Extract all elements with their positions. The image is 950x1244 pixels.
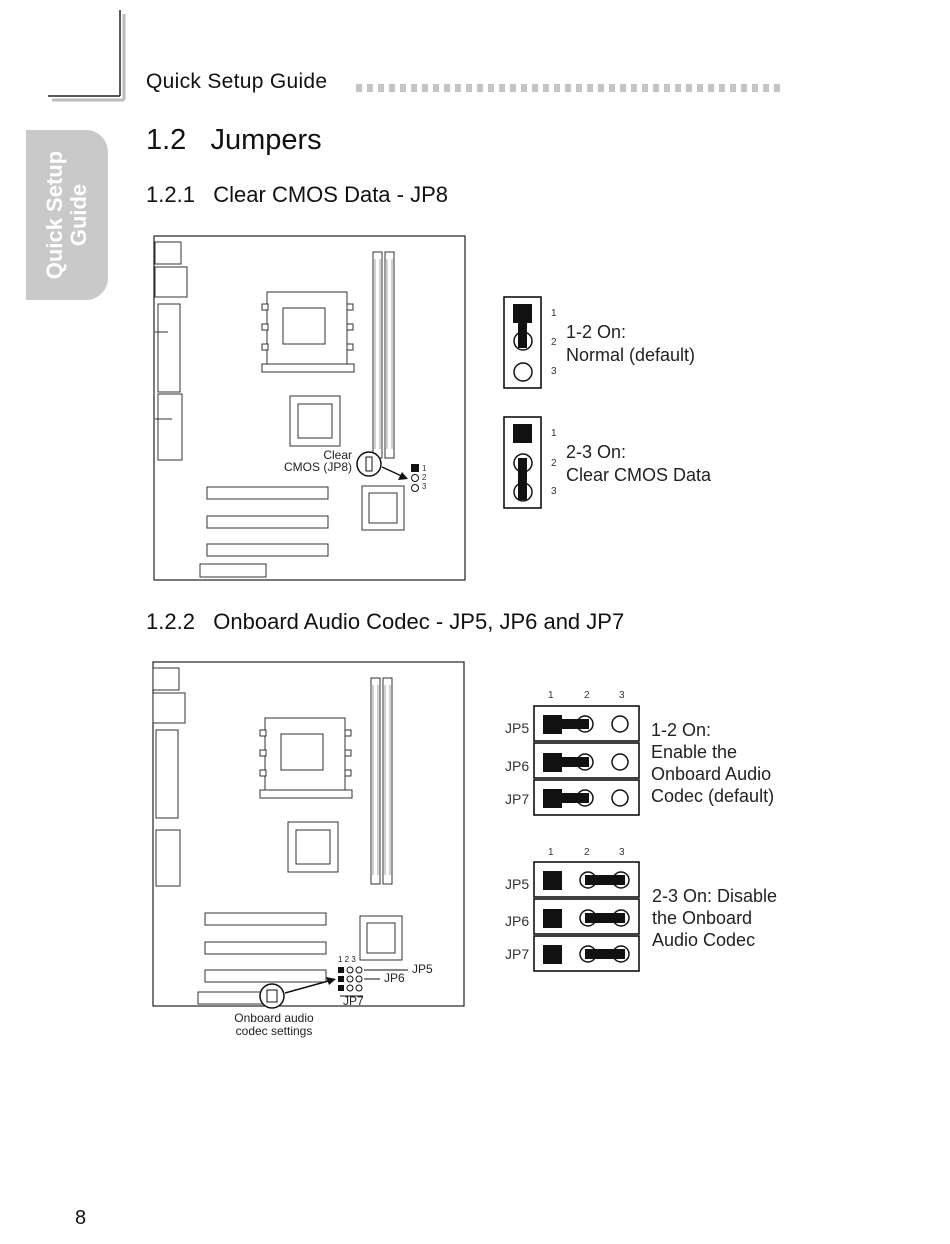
audio-board-pins: 1 2 3 [338, 955, 356, 964]
audio-board-jp6: JP6 [384, 971, 405, 985]
audio-opt1-jp5: JP5 [505, 720, 530, 736]
cmos-opt2-pin2: 2 [551, 458, 557, 469]
audio-opt2-pin2: 2 [584, 847, 590, 858]
jumper-diagram-clear [503, 416, 542, 509]
audio-opt1-jp7: JP7 [505, 791, 530, 807]
audio-opt2-jp6: JP6 [505, 913, 530, 929]
header-title: Quick Setup Guide [146, 70, 328, 93]
cmos-opt2-pin3: 3 [551, 486, 557, 497]
corner-crop-mark [48, 10, 126, 102]
cmos-opt2-pin1: 1 [551, 428, 557, 439]
audio-caption-line1: Onboard audio [234, 1011, 314, 1025]
audio-board-jp5: JP5 [412, 962, 433, 976]
audio-opt1-pin1: 1 [548, 690, 554, 701]
cmos-opt2-desc: Clear CMOS Data [566, 465, 712, 485]
audio-opt2-desc: 2-3 On: Disable the Onboard Audio Codec [652, 886, 778, 950]
audio-opt1-pin3: 3 [619, 690, 625, 701]
side-tab-line2: Guide [66, 183, 91, 247]
cmos-opt1-pin2: 2 [551, 337, 557, 348]
side-tab-line1: Quick Setup [42, 150, 67, 280]
section-title: 1.2 Jumpers [146, 124, 322, 156]
header-dotted-rule [356, 84, 780, 92]
board-label-clear: Clear [323, 448, 352, 462]
audio-opt2-pin3: 3 [619, 847, 625, 858]
jumper-diagram-audio-enable [533, 705, 640, 816]
side-tab: Quick Setup Guide [26, 130, 108, 300]
cmos-opt1-desc: Normal (default) [566, 345, 696, 365]
cmos-opt1-pin1: 1 [551, 308, 557, 319]
motherboard-diagram-audio [152, 661, 465, 1009]
audio-opt2-pin1: 1 [548, 847, 554, 858]
page-number: 8 [75, 1207, 87, 1229]
audio-opt2-jp7: JP7 [505, 946, 530, 962]
audio-board-jp7: JP7 [343, 994, 364, 1008]
audio-caption-line2: codec settings [235, 1024, 313, 1038]
motherboard-diagram-cmos [153, 235, 466, 581]
audio-opt2-jp5: JP5 [505, 876, 530, 892]
cmos-opt2-label: 2-3 On: [566, 442, 627, 462]
audio-opt1-jp6: JP6 [505, 758, 530, 774]
audio-opt1-pin2: 2 [584, 690, 590, 701]
jumper-diagram-audio-disable [533, 861, 640, 972]
subsection-audio-title: 1.2.2 Onboard Audio Codec - JP5, JP6 and… [146, 609, 625, 634]
subsection-cmos-title: 1.2.1 Clear CMOS Data - JP8 [146, 182, 448, 207]
jumper-diagram-normal [503, 296, 542, 389]
cmos-opt1-pin3: 3 [551, 366, 557, 377]
audio-opt1-desc: 1-2 On: Enable the Onboard Audio Codec (… [651, 720, 775, 806]
board-label-cmos-jp8: CMOS (JP8) [283, 460, 352, 474]
cmos-opt1-label: 1-2 On: [566, 322, 627, 342]
